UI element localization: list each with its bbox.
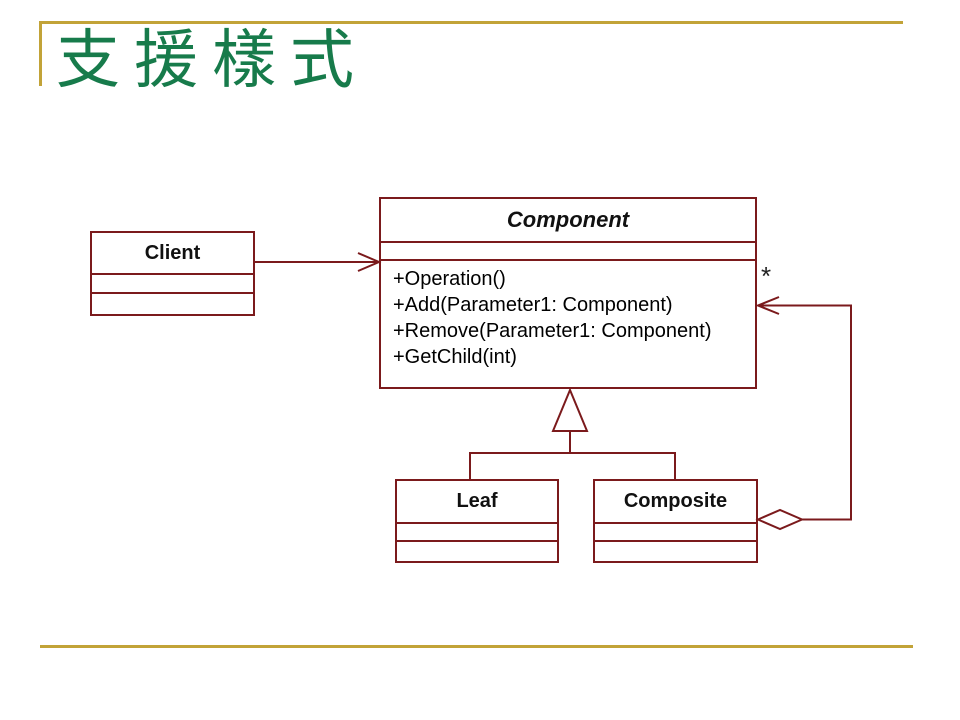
aggregation-diamond <box>755 508 805 531</box>
class-name-leaf: Leaf <box>456 490 498 512</box>
uml-class-component: Component +Operation() +Add(Parameter1: … <box>379 197 757 389</box>
composite-operations-compartment <box>595 540 756 561</box>
client-attributes-compartment <box>92 273 253 292</box>
method-add: +Add(Parameter1: Component) <box>393 294 673 316</box>
footer-accent-line <box>40 645 913 648</box>
class-name-client: Client <box>144 241 201 264</box>
association-open-arrowhead <box>357 252 382 272</box>
client-operations-compartment <box>92 292 253 314</box>
component-attributes-compartment <box>381 241 755 259</box>
leaf-attributes-compartment <box>397 522 557 540</box>
method-remove: +Remove(Parameter1: Component) <box>393 320 712 342</box>
slide-title: 支援樣式 <box>56 25 368 96</box>
uml-class-composite: Composite <box>593 479 758 563</box>
uml-class-leaf: Leaf <box>395 479 559 563</box>
generalization-branch <box>469 452 676 479</box>
aggregation-open-arrowhead <box>755 296 780 315</box>
aggregation-line <box>759 304 852 521</box>
class-name-composite: Composite <box>623 490 728 512</box>
generalization-triangle <box>551 387 589 432</box>
leaf-operations-compartment <box>397 540 557 561</box>
method-getchild: +GetChild(int) <box>393 346 517 368</box>
component-operations-compartment: +Operation() +Add(Parameter1: Component)… <box>381 259 755 387</box>
title-accent-line-top <box>40 21 903 24</box>
method-operation: +Operation() <box>393 268 506 290</box>
class-name-component: Component <box>506 207 630 232</box>
composite-attributes-compartment <box>595 522 756 540</box>
multiplicity-label: * <box>761 261 772 291</box>
title-accent-line-left <box>39 21 42 86</box>
uml-class-client: Client <box>90 231 255 316</box>
